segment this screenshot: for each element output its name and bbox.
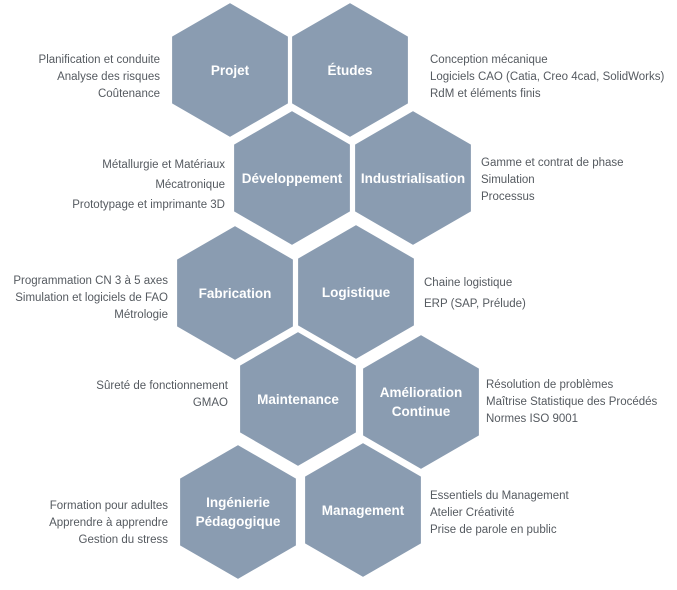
hexagon-fabrication — [175, 223, 295, 363]
description-line: Logiciels CAO (Catia, Creo 4cad, SolidWo… — [430, 71, 665, 83]
hexagon-amelioration — [361, 332, 481, 472]
description-line: ERP (SAP, Prélude) — [424, 298, 526, 310]
description-line: Mécatronique — [155, 179, 225, 191]
hexagon-industrialisation — [353, 108, 473, 248]
description-line: Conception mécanique — [430, 54, 548, 66]
description-line: Prototypage et imprimante 3D — [72, 199, 225, 211]
description-line: Essentiels du Management — [430, 490, 569, 502]
description-line: Normes ISO 9001 — [486, 413, 579, 425]
hexagon-label-developpement: Développement — [241, 170, 343, 186]
hexagon-ingenierie — [178, 442, 298, 582]
hexagon-maintenance — [238, 329, 358, 469]
hexagon-label-industrialisation: Industrialisation — [360, 170, 466, 186]
hexagon-developpement — [232, 108, 352, 248]
description-line: Atelier Créativité — [430, 507, 515, 519]
description-line: RdM et éléments finis — [430, 88, 541, 100]
description-line: Sûreté de fonctionnement — [96, 380, 228, 392]
description-line: Métallurgie et Matériaux — [102, 159, 225, 171]
hexagon-etudes — [290, 0, 410, 140]
hexagon-label-etudes: Études — [327, 62, 373, 78]
hexagon-logistique — [296, 222, 416, 362]
description-line: Formation pour adultes — [49, 500, 168, 512]
hexagon-label-management: Management — [321, 502, 405, 518]
description-line: Prise de parole en public — [430, 524, 557, 536]
hexagon-label-projet: Projet — [210, 62, 250, 78]
description-line: Chaine logistique — [424, 277, 513, 289]
description-line: Planification et conduite — [38, 54, 160, 66]
description-line: Gamme et contrat de phase — [481, 157, 624, 169]
hexagon-label-maintenance: Maintenance — [257, 391, 339, 407]
hexagon-label-amelioration: Amélioration Continue — [379, 385, 463, 419]
description-line: GMAO — [192, 397, 228, 409]
hexagon-label-fabrication: Fabrication — [198, 285, 272, 301]
hexagon-label-logistique: Logistique — [321, 284, 391, 300]
hexagon-management — [303, 440, 423, 580]
description-line: Programmation CN 3 à 5 axes — [13, 275, 168, 287]
hexagon-label-ingenierie: Ingénierie Pédagogique — [195, 495, 281, 529]
description-line: Processus — [481, 191, 535, 203]
description-line: Résolution de problèmes — [486, 379, 614, 391]
description-line: Coûtenance — [97, 88, 160, 100]
description-line: Apprendre à apprendre — [49, 517, 168, 529]
description-line: Gestion du stress — [78, 534, 168, 546]
description-line: Simulation et logiciels de FAO — [15, 292, 168, 304]
description-line: Métrologie — [114, 309, 168, 321]
hexagon-projet — [170, 0, 290, 140]
description-line: Simulation — [481, 174, 535, 186]
description-line: Analyse des risques — [57, 71, 160, 83]
description-line: Maîtrise Statistique des Procédés — [486, 396, 658, 408]
